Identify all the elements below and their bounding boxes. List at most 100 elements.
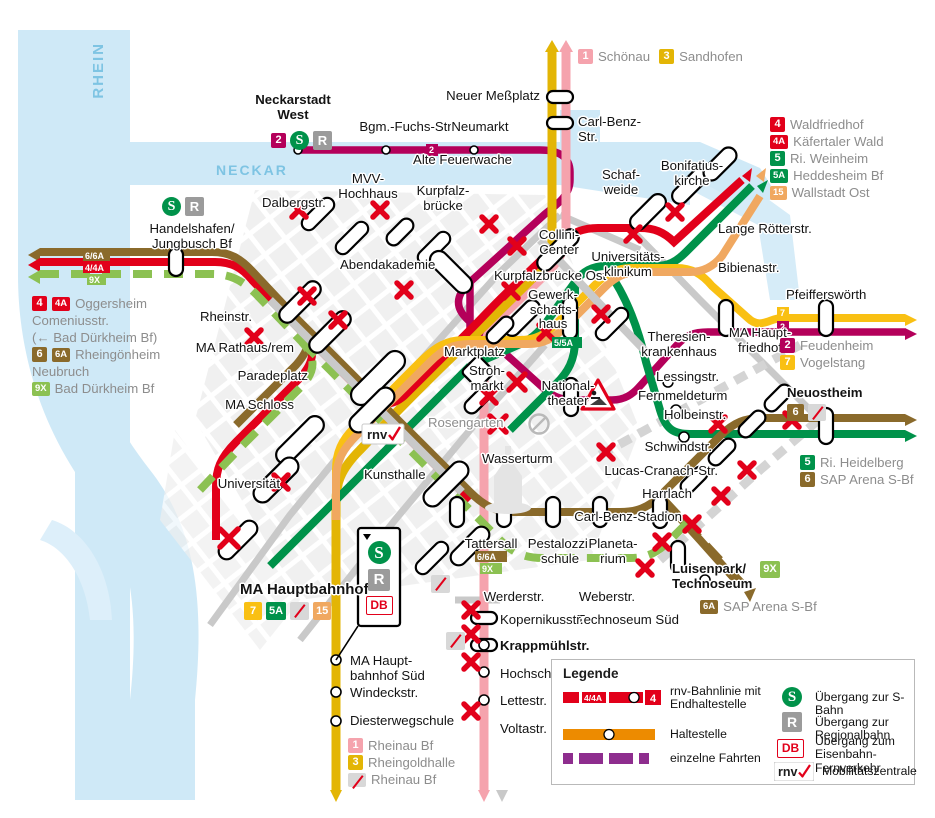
svg-text:4: 4 bbox=[650, 693, 657, 705]
s-bahn-icon: S bbox=[162, 197, 181, 216]
legend-item-bahnlinie: 4/4A 4 bbox=[563, 689, 663, 706]
station-label-rosengarten: Rosengarten bbox=[428, 415, 504, 430]
svg-text:4/4A: 4/4A bbox=[584, 693, 602, 703]
station-label-bgm-fuchs-str: Bgm.-Fuchs-Str. bbox=[359, 119, 455, 134]
svg-text:9X: 9X bbox=[89, 275, 100, 285]
line-badge-5: 5 bbox=[800, 455, 815, 470]
station-label-ma-hauptfriedhof: MA Haupt-friedhof bbox=[728, 325, 792, 355]
station-label-lessingstr: Lessingstr. bbox=[656, 369, 720, 384]
legend-rnv-icon: rnv bbox=[774, 762, 814, 781]
station-label-strohmarkt: Stroh-markt bbox=[469, 363, 505, 393]
station-label-carl-benz-stadion: Carl-Benz-Stadion bbox=[574, 509, 682, 524]
legend-line-sample: 4/4A 4 bbox=[563, 690, 661, 705]
construction-warning-icon bbox=[580, 378, 616, 411]
svg-text:2: 2 bbox=[429, 145, 434, 155]
station-label-diesterwegschule: Diesterwegschule bbox=[350, 713, 455, 728]
line-badge-9x: 9X bbox=[32, 381, 50, 396]
svg-text:6/6A: 6/6A bbox=[85, 251, 105, 261]
station-label-pfeifferswoerth: Pfeifferswörth bbox=[786, 287, 867, 302]
line-badge-2: 2 bbox=[780, 338, 795, 353]
station-label-schwindstr: Schwindstr. bbox=[644, 439, 712, 454]
station-label-kunsthalle: Kunsthalle bbox=[364, 467, 426, 482]
interchange-neuostheim: 6 9X bbox=[787, 404, 826, 421]
station-label-theresienkrankenhaus: Theresien-krankenhaus bbox=[641, 329, 717, 359]
station-label-paradeplatz: Paradeplatz bbox=[237, 368, 308, 383]
station-label-marktplatz: Marktplatz bbox=[444, 344, 505, 359]
terminus-label: SAP Arena S-Bf bbox=[820, 472, 914, 487]
station-label-wasserturm: Wasserturm bbox=[482, 451, 553, 466]
legend-db-icon: DB bbox=[777, 739, 804, 758]
s-bahn-icon: S bbox=[367, 541, 391, 564]
disruption-markers bbox=[217, 200, 802, 721]
terminus-label: Käfertaler Wald bbox=[793, 134, 884, 149]
legend-dash-sample bbox=[563, 753, 649, 764]
legend-s-bahn-icon: S bbox=[782, 687, 802, 707]
line-badge-4: 4 bbox=[770, 117, 785, 132]
station-label-nationaltheater: National-theater bbox=[541, 378, 595, 408]
station-label-kurpfalzbruecke: Kurpfalz-brücke bbox=[416, 183, 470, 213]
terminus-label: Rheinau Bf bbox=[371, 772, 437, 787]
terminus-sublabel: Comeniusstr. bbox=[32, 313, 109, 328]
line-badge-4a: 4A bbox=[770, 134, 789, 149]
station-label-collini-center: Collini-Center bbox=[538, 227, 580, 257]
station-label-voltastr: Voltastr. bbox=[500, 721, 547, 736]
line-badge-2: 2 bbox=[271, 133, 286, 148]
interchange-hauptbahnhof-box: S R DB bbox=[360, 541, 398, 615]
station-label-mvv-hochhaus: MVV-Hochhaus bbox=[338, 171, 398, 201]
station-label-neuer-messplatz: Neuer Meßplatz bbox=[446, 88, 540, 103]
station-label-lucas-cranach-str: Lucas-Cranach-Str. bbox=[604, 463, 718, 478]
svg-text:7: 7 bbox=[780, 308, 785, 318]
station-label-holbeinstr: Holbeinstr. bbox=[664, 407, 727, 422]
line-badge-5: 5 bbox=[770, 151, 785, 166]
station-label-alte-feuerwache: Alte Feuerwache bbox=[413, 152, 512, 167]
terminus-label: SAP Arena S-Bf bbox=[723, 599, 817, 614]
station-label-bonifatiuskirche: Bonifatius-kirche bbox=[660, 158, 724, 188]
line-badge-9x-suspended-krappmuehl bbox=[446, 632, 465, 650]
station-label-rheinstr: Rheinstr. bbox=[199, 309, 252, 324]
station-label-ma-hauptbahnhof: MA Hauptbahnhof bbox=[240, 581, 369, 598]
regionalbahn-icon: R bbox=[313, 131, 332, 150]
station-label-fernmeldeturm: Fernmeldeturm bbox=[638, 388, 728, 403]
station-closed-icon bbox=[528, 413, 550, 435]
legend-label-regionalbahn: Übergang zur Regionalbahn bbox=[815, 715, 891, 743]
line-badge-9x-suspended-hbf bbox=[431, 575, 450, 593]
station-label-lange-roetterstr: Lange Rötterstr. bbox=[718, 221, 812, 236]
station-label-kopernikusstr: Kopernikusstr. bbox=[500, 612, 584, 627]
legend-regionalbahn-icon: R bbox=[782, 712, 802, 732]
line-badge-7: 7 bbox=[780, 355, 795, 370]
line-badge-6: 6 bbox=[32, 347, 47, 362]
station-label-neumarkt: Neumarkt bbox=[451, 119, 509, 134]
legend-item-haltestelle bbox=[563, 727, 655, 742]
station-label-abendakademie: Abendakademie bbox=[340, 257, 436, 272]
river-label-rhein: RHEIN bbox=[90, 42, 107, 99]
terminus-sublabel: Neubruch bbox=[32, 364, 90, 379]
line-badge-5a: 5A bbox=[266, 602, 287, 620]
station-label-gewerkschaftshaus: Gewerk-schafts-haus bbox=[528, 287, 578, 331]
terminus-label: Rheingönheim bbox=[75, 347, 161, 362]
svg-text:6/6A: 6/6A bbox=[477, 552, 497, 562]
line-badge-3: 3 bbox=[659, 49, 675, 64]
station-label-technoseum-sued: Technoseum Süd bbox=[577, 612, 679, 627]
legend-label-haltestelle: Haltestelle bbox=[670, 727, 727, 741]
line-badge-9x: 9X bbox=[760, 561, 780, 578]
termini-right-bottom: 6A SAP Arena S-Bf bbox=[700, 598, 817, 615]
line-badge-6a: 6A bbox=[700, 599, 719, 614]
line-badge-1: 1 bbox=[348, 738, 363, 753]
river-label-neckar: NECKAR bbox=[216, 162, 288, 178]
line-badge-6: 6 bbox=[800, 472, 815, 487]
line-badge-1: 1 bbox=[578, 49, 593, 64]
terminus-label: Schönau bbox=[598, 49, 651, 64]
terminus-sublabel: (← Bad Dürkheim Bf) bbox=[32, 330, 158, 345]
station-label-universitaet: Universität bbox=[217, 476, 280, 491]
station-label-luisenpark: Luisenpark/Technoseum bbox=[672, 561, 753, 591]
line-15 bbox=[332, 193, 764, 520]
svg-text:4/4A: 4/4A bbox=[85, 263, 105, 273]
line-badge-6a: 6A bbox=[52, 347, 71, 362]
